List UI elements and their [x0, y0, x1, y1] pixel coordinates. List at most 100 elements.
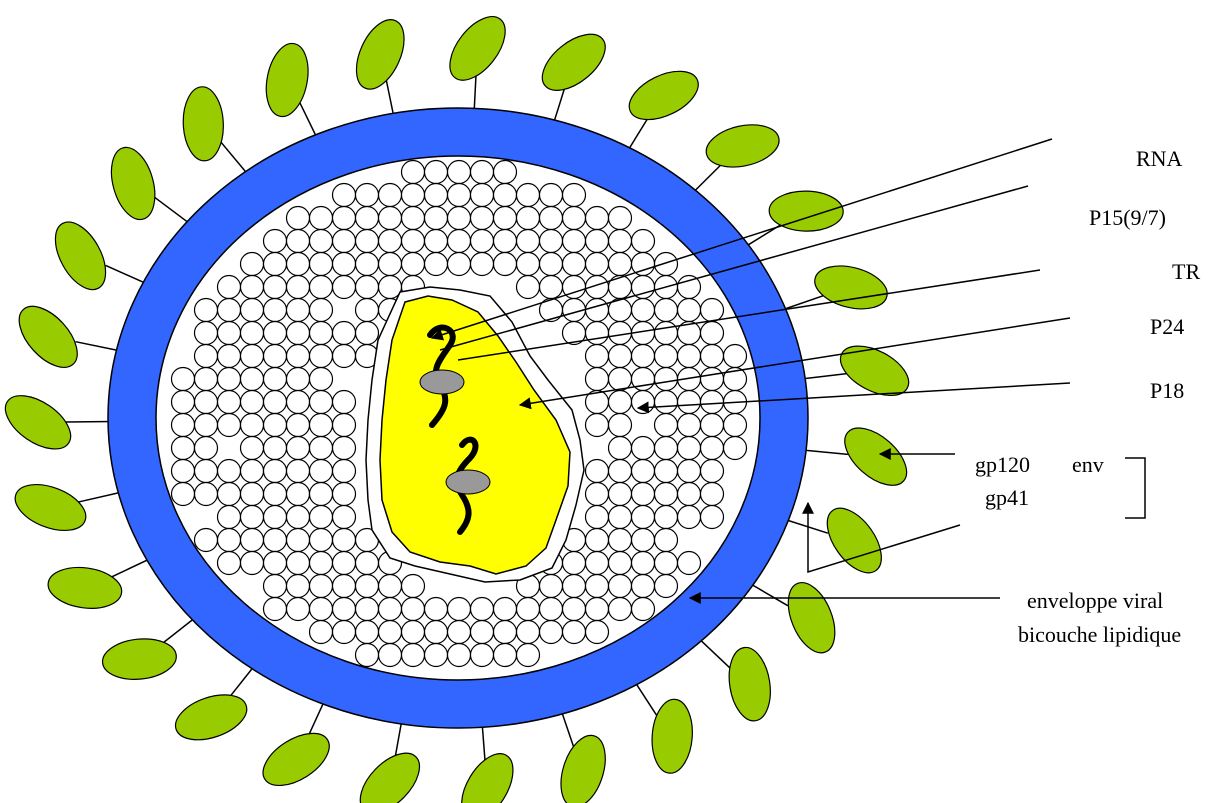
capsid-protein-circle — [264, 253, 287, 276]
capsid-protein-circle — [678, 483, 701, 506]
capsid-protein-circle — [218, 391, 241, 414]
capsid-protein-circle — [655, 368, 678, 391]
capsid-protein-circle — [632, 345, 655, 368]
gp120-spike — [833, 336, 917, 406]
capsid-protein-circle — [471, 184, 494, 207]
capsid-protein-circle — [195, 368, 218, 391]
capsid-protein-circle — [264, 483, 287, 506]
gp41-stem — [106, 265, 148, 284]
capsid-protein-circle — [448, 253, 471, 276]
capsid-protein-circle — [425, 161, 448, 184]
capsid-protein-circle — [333, 460, 356, 483]
capsid-protein-circle — [678, 345, 701, 368]
capsid-protein-circle — [195, 437, 218, 460]
capsid-protein-circle — [517, 207, 540, 230]
capsid-protein-circle — [333, 253, 356, 276]
capsid-protein-circle — [540, 253, 563, 276]
capsid-protein-circle — [172, 368, 195, 391]
capsid-protein-circle — [586, 598, 609, 621]
capsid-protein-circle — [701, 368, 724, 391]
capsid-protein-circle — [333, 437, 356, 460]
capsid-protein-circle — [333, 621, 356, 644]
capsid-protein-circle — [402, 644, 425, 667]
capsid-protein-circle — [540, 575, 563, 598]
capsid-protein-circle — [402, 184, 425, 207]
gp41-stem — [220, 141, 249, 175]
capsid-protein-circle — [494, 253, 517, 276]
capsid-protein-circle — [609, 575, 632, 598]
capsid-protein-circle — [425, 253, 448, 276]
capsid-protein-circle — [218, 368, 241, 391]
label-rna: RNA — [1136, 146, 1183, 171]
gp120-spike — [45, 214, 116, 298]
capsid-protein-circle — [632, 299, 655, 322]
capsid-protein-circle — [563, 575, 586, 598]
capsid-protein-circle — [471, 621, 494, 644]
capsid-protein-circle — [402, 253, 425, 276]
capsid-protein-circle — [356, 322, 379, 345]
capsid-protein-circle — [379, 184, 402, 207]
capsid-protein-circle — [356, 552, 379, 575]
capsid-protein-circle — [655, 345, 678, 368]
gp120-spike — [101, 636, 179, 683]
capsid-protein-circle — [517, 184, 540, 207]
label-p24: P24 — [1150, 314, 1184, 339]
capsid-protein-circle — [218, 552, 241, 575]
capsid-protein-circle — [264, 322, 287, 345]
capsid-protein-circle — [632, 552, 655, 575]
capsid-protein-circle — [264, 368, 287, 391]
gp120-spike — [810, 259, 892, 316]
gp120-spike — [622, 61, 706, 129]
capsid-protein-circle — [172, 414, 195, 437]
label-gp120: gp120 — [975, 452, 1030, 477]
capsid-protein-circle — [402, 207, 425, 230]
capsid-protein-circle — [333, 506, 356, 529]
capsid-protein-circle — [609, 483, 632, 506]
capsid-protein-circle — [678, 506, 701, 529]
capsid-protein-circle — [563, 207, 586, 230]
capsid-protein-circle — [609, 552, 632, 575]
gp120-spike — [532, 24, 615, 102]
capsid-protein-circle — [586, 368, 609, 391]
capsid-protein-circle — [310, 391, 333, 414]
capsid-protein-circle — [379, 253, 402, 276]
capsid-protein-circle — [241, 529, 264, 552]
gp120-spike — [9, 476, 92, 540]
capsid-protein-circle — [724, 345, 747, 368]
capsid-protein-circle — [701, 460, 724, 483]
capsid-protein-circle — [287, 299, 310, 322]
gp41-stem — [748, 583, 788, 606]
capsid-protein-circle — [310, 368, 333, 391]
capsid-protein-circle — [609, 368, 632, 391]
capsid-protein-circle — [701, 322, 724, 345]
capsid-protein-circle — [471, 161, 494, 184]
capsid-protein-circle — [586, 506, 609, 529]
capsid-protein-circle — [494, 621, 517, 644]
capsid-protein-circle — [264, 506, 287, 529]
gp120-spike — [182, 86, 225, 162]
capsid-protein-circle — [632, 529, 655, 552]
gp120-spike — [779, 576, 844, 660]
capsid-protein-circle — [540, 598, 563, 621]
capsid-protein-circle — [241, 322, 264, 345]
capsid-protein-circle — [241, 276, 264, 299]
capsid-protein-circle — [655, 391, 678, 414]
label-enveloppe-viral: enveloppe viral — [1027, 588, 1163, 613]
capsid-protein-circle — [310, 598, 333, 621]
capsid-protein-circle — [218, 506, 241, 529]
capsid-protein-circle — [540, 276, 563, 299]
gp41-stem — [801, 450, 848, 454]
capsid-protein-circle — [471, 207, 494, 230]
gp41-stem — [692, 162, 724, 194]
capsid-protein-circle — [609, 230, 632, 253]
capsid-protein-circle — [241, 299, 264, 322]
reverse-transcriptase — [446, 470, 490, 494]
capsid-protein-circle — [609, 414, 632, 437]
env-bracket — [1125, 458, 1145, 518]
capsid-protein-circle — [517, 621, 540, 644]
capsid-protein-circle — [241, 506, 264, 529]
capsid-protein-circle — [379, 598, 402, 621]
capsid-protein-circle — [264, 230, 287, 253]
capsid-protein-circle — [586, 322, 609, 345]
gp120-spike — [46, 563, 125, 613]
